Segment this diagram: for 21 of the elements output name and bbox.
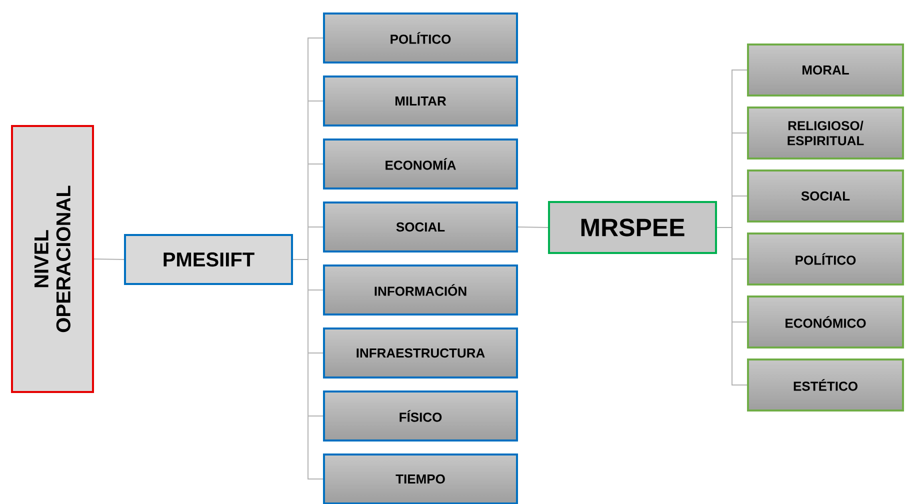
category-box: PMESIIFT	[124, 234, 293, 285]
factor-box: MILITAR	[323, 76, 518, 126]
connector-line	[518, 226, 548, 228]
factor-box: POLÍTICO	[323, 12, 518, 64]
connector-line	[292, 259, 324, 480]
factor-box: RELIGIOSO/ ESPIRITUAL	[747, 106, 904, 160]
factor-box: INFORMACIÓN	[323, 264, 518, 316]
connector-line	[94, 258, 124, 260]
factor-box: POLÍTICO	[747, 232, 904, 286]
category-box: MRSPEE	[548, 201, 717, 254]
factor-box: FÍSICO	[323, 390, 518, 442]
factor-box: INFRAESTRUCTURA	[323, 328, 518, 378]
factor-box: ECONOMÍA	[323, 138, 518, 190]
factor-box: SOCIAL	[747, 170, 904, 222]
factor-box: TIEMPO	[323, 454, 518, 504]
factor-box: ESTÉTICO	[747, 358, 904, 412]
level-box: NIVEL OPERACIONAL	[11, 125, 94, 393]
factor-box: SOCIAL	[323, 202, 518, 252]
factor-box: MORAL	[747, 44, 904, 96]
factor-box: ECONÓMICO	[747, 296, 904, 348]
connector-line	[716, 227, 748, 386]
